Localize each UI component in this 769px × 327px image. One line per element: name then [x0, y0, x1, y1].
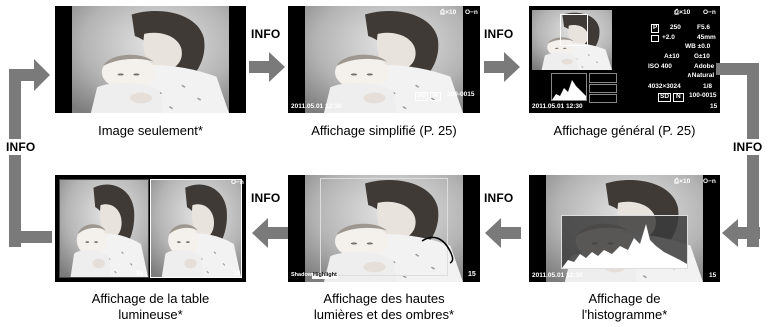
caption-lighttable: Affichage de la table lumineuse*: [91, 291, 210, 322]
compression: 1/8: [703, 83, 713, 90]
screen-histogram: ⎙×10 O−n 2011.05.01 12:30 15: [529, 175, 720, 282]
screen-highlights: Shadow Highlight 15: [288, 175, 480, 282]
caption-histogram: Affichage de l'histogramme*: [581, 291, 668, 322]
datetime: 2011.05.01 12:30: [291, 103, 342, 110]
shadow-label: Shadow: [291, 272, 313, 278]
frame-number-left: 15: [136, 270, 144, 277]
file-number: 100-0015: [447, 91, 475, 98]
photo-left: [59, 179, 149, 278]
info-label: INFO: [733, 139, 763, 155]
highlight-label: Highlight: [312, 272, 338, 279]
wb-amber: A±10: [664, 53, 680, 60]
arrow-right-icon: [249, 52, 285, 82]
wb-green: G±10: [694, 53, 710, 60]
histogram-luminance: [551, 73, 587, 101]
sd-card-icon: SD: [658, 93, 672, 102]
shutter-speed: 250: [670, 24, 681, 31]
photo: [305, 175, 463, 282]
caption-general: Affichage général (P. 25): [553, 123, 696, 138]
arrow-left-icon: [722, 219, 760, 247]
highlight-outline: [421, 236, 454, 264]
focal-length: 45mm: [697, 34, 716, 41]
screen-lighttable: O−n 15 16: [55, 175, 246, 282]
screen-simplified: ⎙×10 O−n 2011.05.01 12:30 SD N 100-0015: [288, 6, 480, 113]
frame-number-right: 16: [233, 270, 241, 277]
image-size: 4032×3024: [648, 83, 681, 90]
picture-mode: ∧Natural: [687, 72, 715, 79]
frame-number: 15: [709, 272, 717, 279]
caption-image-only: Image seulement*: [98, 123, 203, 138]
color-space: Adobe: [694, 63, 715, 70]
zoom-frame: [560, 14, 588, 46]
screen-general: ⎙×10 O−n P 250 F5.6 +2.0 45mm WB ±0.0 A±…: [529, 6, 720, 113]
photo: [72, 6, 229, 113]
arrow-left-icon: [485, 218, 521, 248]
arrow-left-icon: [252, 218, 288, 248]
quality-icon: N: [673, 93, 684, 102]
info-label: INFO: [251, 27, 281, 41]
info-label: INFO: [484, 191, 514, 205]
white-balance: WB ±0.0: [685, 43, 711, 50]
print-count: ⎙×10: [674, 9, 691, 16]
file-number: 100-0015: [689, 92, 717, 99]
print-count: ⎙×10: [674, 178, 691, 185]
protect-icon: O−n: [465, 9, 478, 16]
frame-number: 15: [710, 103, 718, 110]
iso: ISO 400: [648, 63, 672, 70]
protect-icon: O−n: [703, 9, 716, 16]
info-label: INFO: [6, 139, 36, 155]
histogram-rgb: [589, 73, 617, 103]
frame-number: 15: [468, 271, 476, 278]
quality-icon: N: [430, 92, 441, 101]
sd-card-icon: SD: [415, 92, 429, 101]
highlight-frame: [320, 178, 448, 276]
arrow-right-icon: [484, 52, 520, 82]
caption-simplified: Affichage simplifié (P. 25): [311, 123, 457, 138]
photo-right: [150, 179, 242, 278]
loop-arrow-down-icon: [716, 57, 766, 247]
photo-thumbnail: [532, 10, 612, 70]
exposure-comp-icon: [651, 35, 659, 42]
exposure-mode: P: [651, 24, 660, 33]
datetime: 2011.05.01 12:30: [532, 272, 583, 279]
protect-icon: O−n: [231, 179, 244, 186]
info-label: INFO: [251, 191, 281, 205]
histogram-overlay: [561, 215, 688, 269]
print-count: ⎙×10: [440, 9, 457, 16]
screen-image-only: [55, 6, 246, 113]
aperture: F5.6: [697, 24, 711, 31]
photo: [305, 6, 463, 113]
datetime: 2011.05.01 12:30: [532, 103, 583, 110]
protect-icon: O−n: [703, 178, 716, 185]
info-label: INFO: [484, 27, 514, 41]
exposure-comp: +2.0: [662, 34, 675, 41]
loop-arrow-up-icon: [4, 41, 52, 247]
caption-highlights: Affichage des hautes lumières et des omb…: [313, 291, 455, 322]
